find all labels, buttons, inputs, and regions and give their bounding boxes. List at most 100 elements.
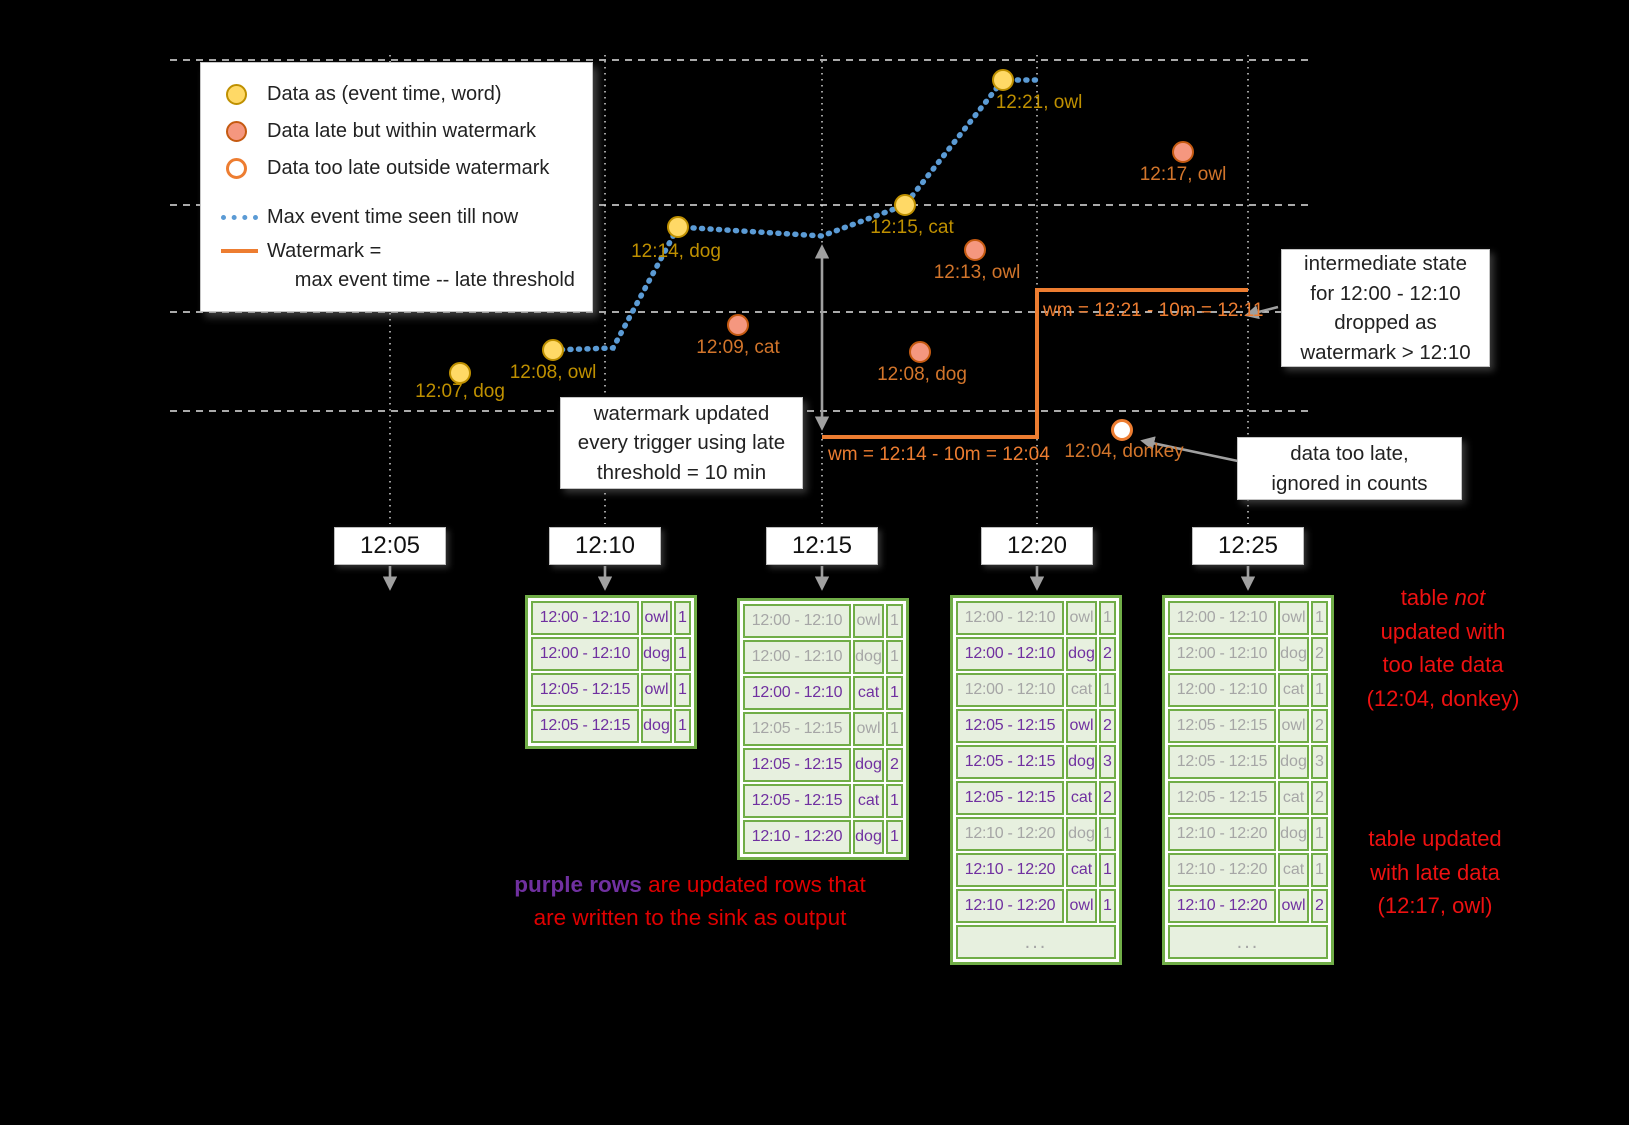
purple-rows-text: are written to the sink as output (533, 905, 847, 930)
cell-window: 12:10 - 12:20 (1168, 853, 1276, 887)
cell-window: 12:00 - 12:10 (956, 673, 1064, 707)
cell-count: 1 (674, 709, 691, 743)
data-point-label: 12:13, owl (933, 262, 1021, 283)
cell-word: owl (853, 712, 884, 746)
cell-count: 2 (1311, 889, 1328, 923)
not-updated-note-italic: not (1454, 585, 1486, 610)
cell-count: 1 (674, 673, 691, 707)
cell-word: dog (641, 637, 672, 671)
cell-window: 12:05 - 12:15 (1168, 745, 1276, 779)
cell-count: 3 (1099, 745, 1116, 779)
watermark-line-icon (221, 249, 267, 253)
state-dropped-note: intermediate state for 12:00 - 12:10 dro… (1281, 249, 1490, 367)
data-point-label: 12:14, dog (631, 241, 721, 262)
cell-word: owl (853, 604, 884, 638)
cell-window: 12:05 - 12:15 (531, 673, 639, 707)
cell-word: dog (1278, 637, 1309, 671)
cell-window: 12:00 - 12:10 (956, 601, 1064, 635)
legend-item-on-time: Data as (event time, word) (221, 77, 582, 112)
cell-count: 1 (1311, 673, 1328, 707)
max-event-line-icon (221, 215, 267, 220)
data-point-late (909, 341, 931, 363)
cell-word: cat (853, 784, 884, 818)
cell-word: cat (853, 676, 884, 710)
data-point-late (727, 314, 749, 336)
too-late-note: data too late, ignored in counts (1237, 437, 1462, 500)
not-updated-note-text: table (1400, 585, 1455, 610)
cell-window: 12:00 - 12:10 (1168, 637, 1276, 671)
legend-item-watermark-line: Watermark = max event time -- late thres… (221, 237, 582, 295)
data-point-label: 12:09, cat (696, 337, 780, 358)
time-box-1210: 12:10 (549, 527, 661, 565)
cell-ellipsis: ... (1168, 925, 1328, 959)
cell-word: dog (1066, 745, 1097, 779)
cell-window: 12:10 - 12:20 (1168, 817, 1276, 851)
cell-word: owl (1278, 601, 1309, 635)
cell-count: 1 (674, 601, 691, 635)
cell-word: dog (853, 640, 884, 674)
cell-count: 1 (1099, 817, 1116, 851)
table-row-ellipsis: ... (956, 925, 1116, 959)
legend-label: Data as (event time, word) (267, 83, 502, 105)
cell-window: 12:00 - 12:10 (1168, 673, 1276, 707)
cell-window: 12:05 - 12:15 (743, 784, 851, 818)
cell-count: 1 (886, 712, 903, 746)
cell-window: 12:10 - 12:20 (743, 820, 851, 854)
cell-window: 12:05 - 12:15 (956, 709, 1064, 743)
cell-window: 12:10 - 12:20 (1168, 889, 1276, 923)
cell-count: 3 (1311, 745, 1328, 779)
legend-label: Max event time seen till now (267, 206, 519, 228)
cell-window: 12:05 - 12:15 (743, 748, 851, 782)
cell-count: 1 (886, 604, 903, 638)
cell-word: cat (1066, 781, 1097, 815)
late-dot-icon (221, 121, 267, 142)
cell-word: dog (1066, 817, 1097, 851)
cell-word: owl (1278, 709, 1309, 743)
cell-word: owl (641, 601, 672, 635)
legend-label: Data late but within watermark (267, 120, 537, 142)
data-point-on-time (449, 362, 471, 384)
cell-word: dog (1066, 637, 1097, 671)
cell-word: dog (1278, 817, 1309, 851)
data-point-label: 12:15, cat (870, 217, 954, 238)
cell-window: 12:00 - 12:10 (956, 637, 1064, 671)
cell-count: 1 (886, 820, 903, 854)
cell-word: dog (1278, 745, 1309, 779)
cell-window: 12:05 - 12:15 (1168, 709, 1276, 743)
cell-window: 12:05 - 12:15 (956, 781, 1064, 815)
cell-count: 2 (1311, 637, 1328, 671)
legend-item-late: Data late but within watermark (221, 114, 582, 149)
data-point-on-time (667, 216, 689, 238)
cell-count: 2 (1099, 781, 1116, 815)
cell-word: cat (1066, 673, 1097, 707)
cell-word: owl (641, 673, 672, 707)
cell-word: cat (1278, 673, 1309, 707)
cell-word: dog (853, 748, 884, 782)
data-point-on-time (894, 194, 916, 216)
cell-count: 1 (886, 784, 903, 818)
data-point-label: 12:07, dog (415, 381, 505, 402)
data-point-too-late (1111, 419, 1133, 441)
cell-word: cat (1278, 853, 1309, 887)
cell-window: 12:05 - 12:15 (531, 709, 639, 743)
note-arrow (1140, 436, 1253, 466)
cell-count: 1 (886, 676, 903, 710)
